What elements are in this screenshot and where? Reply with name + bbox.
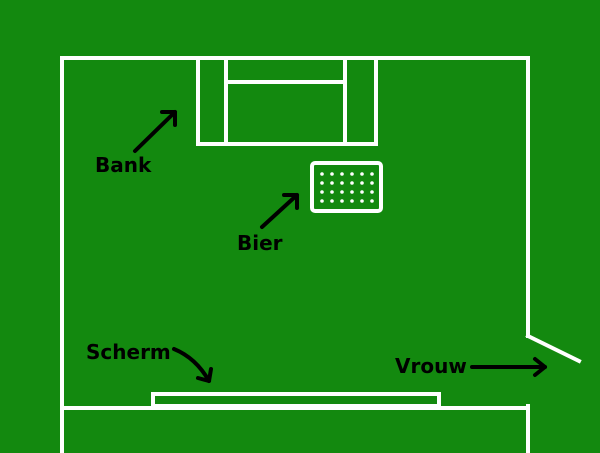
beer-bottle-dot [370, 190, 374, 194]
couch [196, 56, 378, 146]
arrow-bier [260, 193, 299, 229]
beer-bottle-dot [350, 181, 354, 185]
beer-bottle-dot [320, 181, 324, 185]
beer-bottle-dot [340, 199, 344, 203]
beer-bottle-dot [340, 172, 344, 176]
beer-bottle-dot [350, 172, 354, 176]
beer-bottle-dot [370, 172, 374, 176]
beer-bottle-dot [320, 199, 324, 203]
couch-frame [196, 56, 378, 146]
label-bank: Bank [95, 153, 152, 177]
label-scherm: Scherm [86, 340, 171, 364]
beer-bottle-dot [320, 172, 324, 176]
arrow-scherm [172, 347, 213, 383]
beer-bottle-dot [360, 172, 364, 176]
door-opening [525, 333, 582, 364]
beer-bottle-dot [360, 199, 364, 203]
arrow-vrouw [470, 357, 547, 377]
beer-bottle-dot [330, 172, 334, 176]
beer-bottle-dot [350, 190, 354, 194]
label-bier: Bier [237, 231, 283, 255]
beer-bottle-dot [370, 181, 374, 185]
label-vrouw: Vrouw [395, 354, 467, 378]
beer-bottle-dot [340, 181, 344, 185]
beer-bottle-dot [330, 181, 334, 185]
beer-bottle-dot [330, 199, 334, 203]
beer-crate [310, 161, 383, 213]
arrow-bank [133, 110, 177, 153]
beer-bottle-dot [330, 190, 334, 194]
beer-crate-frame [310, 161, 383, 213]
beer-bottle-dot [340, 190, 344, 194]
beer-bottle-dot [360, 190, 364, 194]
screen-shape [151, 392, 441, 408]
beer-bottle-dot [370, 199, 374, 203]
beer-bottles [320, 172, 374, 203]
beer-bottle-dot [320, 190, 324, 194]
beer-bottle-dot [350, 199, 354, 203]
beer-bottle-dot [360, 181, 364, 185]
